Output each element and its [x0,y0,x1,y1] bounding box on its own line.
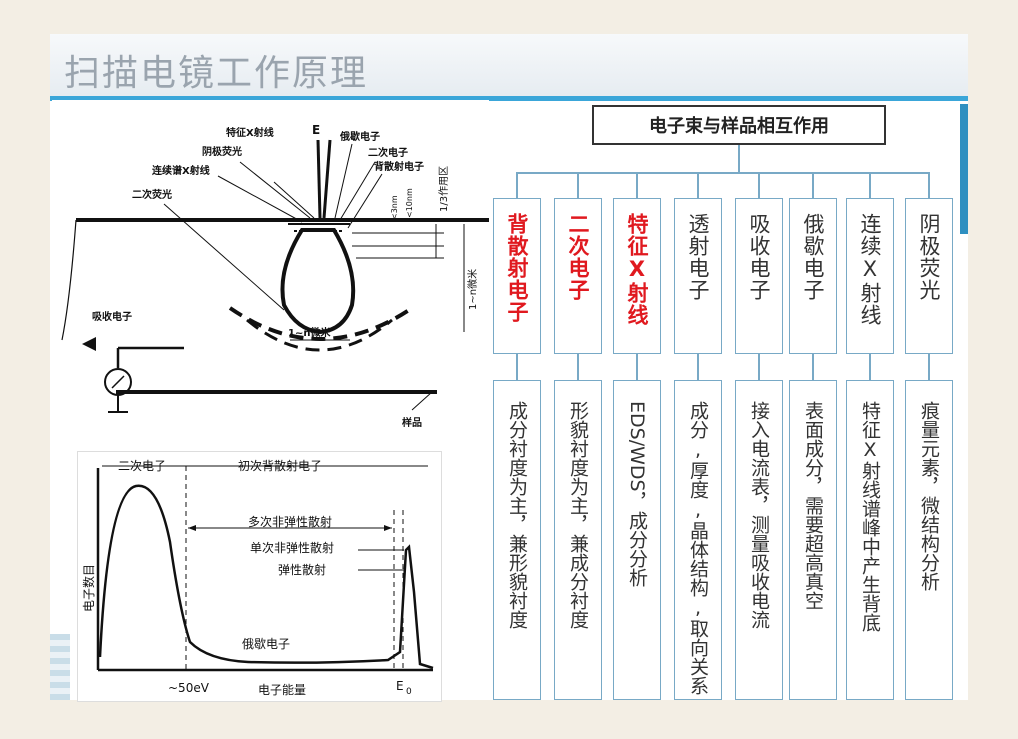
category-cathodoluminescence: 阴极荧光 [905,198,953,354]
label-characteristic-xray: 特征X射线 [226,126,274,139]
region-secondary-label: 二次电子 [118,459,166,473]
label-depth-10nm: <10nm [405,188,414,218]
x-axis-label: 电子能量 [258,683,306,697]
desc-backscatter: 成分衬度为主，兼形貌衬度 [493,380,541,700]
category-continuous-xray: 连续X射线 [846,198,894,354]
desc-transmitted: 成分,厚度,晶体结构,取向关系 [674,380,722,700]
category-label: 连续X射线 [858,213,882,326]
label-continuous-xray: 连续谱X射线 [152,164,210,177]
electron-beam-line [316,139,322,219]
category-label: 特征X射线 [625,213,649,326]
category-characteristic-xray: 特征X射线 [613,198,661,354]
label-sample: 样品 [402,416,422,429]
category-desc: 痕量元素，微结构分析 [918,401,940,591]
label-depth: 1~n微米 [466,269,479,310]
desc-secondary: 形貌衬度为主，兼成分衬度 [554,380,602,700]
x-tick-e0-subscript: 0 [406,687,412,697]
page-title: 扫描电镜工作原理 [64,53,369,94]
y-axis-label: 电子数目 [81,564,96,612]
category-desc: 成分,厚度,晶体结构,取向关系 [687,401,709,695]
category-desc: 接入电流表，测量吸收电流 [748,401,770,629]
category-label: 透射电子 [686,213,710,301]
tree-connector [738,145,740,173]
interaction-header: 电子束与样品相互作用 [592,105,886,145]
category-auger: 俄歇电子 [789,198,837,354]
spectrum-curve [98,484,434,670]
label-backscatter: 背散射电子 [374,160,424,173]
label-auger: 俄歇电子 [339,130,380,143]
category-secondary: 二次电子 [554,198,602,354]
region-backscatter-label: 初次背散射电子 [238,458,322,473]
tree-connector [516,172,930,174]
category-desc: 特征X射线谱峰中产生背底 [859,401,881,632]
electron-beam-line [322,139,332,219]
label-depth-3nm: <3nm [390,195,399,220]
category-label: 俄歇电子 [801,213,825,301]
category-label: 背散射电子 [505,213,529,323]
sample-left-edge [61,219,77,341]
x-tick-e0: E [396,679,404,693]
desc-absorbed: 接入电流表，测量吸收电流 [735,380,783,700]
multi-inelastic-label: 多次非弹性散射 [248,514,332,529]
single-inelastic-label: 单次非弹性散射 [250,540,334,555]
category-label: 吸收电子 [747,213,771,301]
desc-cathodoluminescence: 痕量元素，微结构分析 [905,380,953,700]
desc-auger: 表面成分，需要超高真空 [789,380,837,700]
desc-continuous-xray: 特征X射线谱峰中产生背底 [846,380,894,700]
interaction-volume [280,228,356,335]
label-width: 1~n微米 [288,326,331,339]
interaction-volume-diagram: 特征X射线 E 俄歇电子 阴极荧光 二次电子 连续谱X射线 背散射电子 二次荧光… [52,100,489,435]
elastic-label: 弹性散射 [278,562,326,577]
left-arrow-icon [82,337,96,351]
category-desc: 形貌衬度为主，兼成分衬度 [567,401,589,629]
category-desc: EDS/WDS，成分分析 [626,401,648,587]
label-cathodoluminescence: 阴极荧光 [202,145,242,158]
corner-decoration [50,634,70,700]
label-secondary-fluorescence: 二次荧光 [132,188,172,201]
category-absorbed: 吸收电子 [735,198,783,354]
secondary-fluorescence-arc [246,318,393,352]
category-desc: 表面成分，需要超高真空 [802,401,824,610]
title-divider [50,96,968,101]
label-absorbed-electron: 吸收电子 [92,310,132,323]
edge-decoration [960,104,968,234]
x-tick-50ev: ~50eV [168,681,210,695]
category-transmitted: 透射电子 [674,198,722,354]
energy-spectrum-chart: 二次电子 初次背散射电子 多次非弹性散射 单次非弹性散射 弹性散射 俄歇电子 ~… [77,451,442,702]
label-beam: E [312,123,320,137]
desc-characteristic-xray: EDS/WDS，成分分析 [613,380,661,700]
title-bar: 扫描电镜工作原理 [50,34,968,96]
category-desc: 成分衬度为主，兼形貌衬度 [506,401,528,629]
label-zone: 1/3作用区 [438,166,450,212]
secondary-fluorescence-arc [228,306,414,341]
auger-label: 俄歇电子 [242,637,290,651]
category-label: 二次电子 [566,213,590,301]
category-backscatter: 背散射电子 [493,198,541,354]
category-label: 阴极荧光 [917,213,941,301]
label-secondary-electron: 二次电子 [368,146,408,159]
